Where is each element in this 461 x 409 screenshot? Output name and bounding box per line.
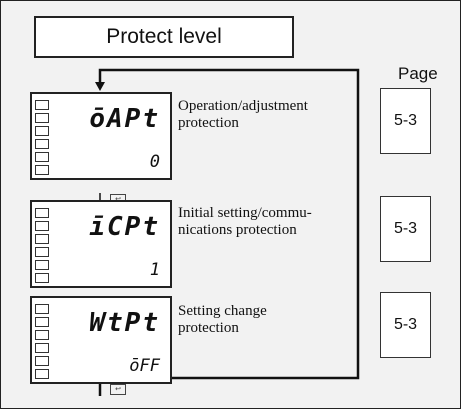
parameter-code: WtPt: [89, 308, 160, 338]
description-line: protection: [178, 115, 239, 131]
title-text: Protect level: [106, 25, 222, 48]
led-indicator: [35, 356, 49, 366]
page-number: 5-3: [393, 112, 418, 129]
parameter-value: 1: [149, 260, 160, 280]
led-indicator: [35, 165, 49, 175]
title-box: Protect level: [34, 16, 294, 58]
led-indicator: [35, 208, 49, 218]
led-indicator: [35, 304, 49, 314]
indicator-leds: [35, 304, 49, 382]
indicator-leds: [35, 100, 49, 178]
led-indicator: [35, 234, 49, 244]
page-number: 5-3: [393, 220, 418, 237]
page-ref-2: 5-3: [380, 196, 431, 262]
page-column-header: Page: [398, 64, 438, 83]
indicator-leds: [35, 208, 49, 286]
description-3: Setting change protection: [178, 303, 363, 337]
parameter-code: ōAPt: [89, 104, 160, 134]
led-indicator: [35, 369, 49, 379]
description-line: nications protection: [178, 222, 297, 238]
led-indicator: [35, 139, 49, 149]
led-indicator: [35, 100, 49, 110]
description-2: Initial setting/commu- nications protect…: [178, 205, 363, 239]
led-indicator: [35, 247, 49, 257]
led-indicator: [35, 221, 49, 231]
led-indicator: [35, 343, 49, 353]
display-panel-2: īCPt 1: [30, 200, 172, 288]
page-number: 5-3: [393, 316, 418, 333]
led-indicator: [35, 330, 49, 340]
led-indicator: [35, 273, 49, 283]
parameter-code: īCPt: [89, 212, 160, 242]
led-indicator: [35, 113, 49, 123]
led-indicator: [35, 317, 49, 327]
mode-key-icon: ↩: [110, 384, 126, 395]
parameter-value: 0: [149, 152, 160, 172]
page-ref-1: 5-3: [380, 88, 431, 154]
display-panel-1: ōAPt 0: [30, 92, 172, 180]
page-ref-3: 5-3: [380, 292, 431, 358]
description-1: Operation/adjustment protection: [178, 98, 363, 132]
led-indicator: [35, 260, 49, 270]
description-line: Initial setting/commu-: [178, 205, 312, 221]
display-panel-3: WtPt ōFF: [30, 296, 172, 384]
description-line: Setting change: [178, 303, 267, 319]
description-line: Operation/adjustment: [178, 98, 308, 114]
led-indicator: [35, 126, 49, 136]
parameter-value: ōFF: [129, 356, 160, 376]
led-indicator: [35, 152, 49, 162]
down-arrow-icon: [95, 82, 105, 91]
description-line: protection: [178, 320, 239, 336]
